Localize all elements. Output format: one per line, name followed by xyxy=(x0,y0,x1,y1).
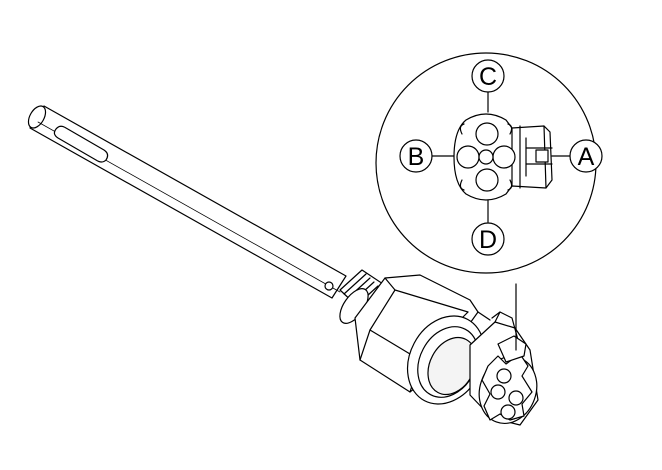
pin-a-label: A xyxy=(578,143,595,171)
pin-d-label: D xyxy=(479,226,497,254)
pin-d-callout: D xyxy=(471,222,505,256)
hex-body xyxy=(354,274,491,393)
connector-housing xyxy=(469,311,539,426)
pin-c-label: C xyxy=(479,63,497,91)
pin-a-callout: A xyxy=(569,139,603,173)
pin-c-callout: C xyxy=(471,59,505,93)
probe-rod xyxy=(27,105,347,299)
pin-b-label: B xyxy=(408,143,425,171)
detail-view xyxy=(375,52,597,274)
pin-labels: C B A D xyxy=(399,59,603,256)
flange-ring xyxy=(406,315,486,405)
pin-b-callout: B xyxy=(399,139,433,173)
